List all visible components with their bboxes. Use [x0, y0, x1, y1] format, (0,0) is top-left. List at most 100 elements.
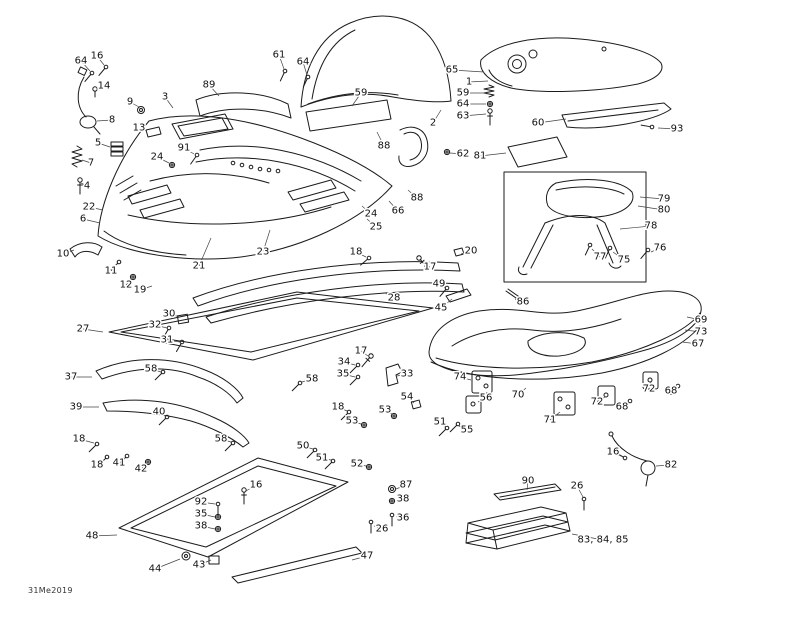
- leader-line: [355, 251, 367, 258]
- leader-line: [220, 438, 232, 443]
- leader-line: [245, 484, 257, 492]
- leader-line: [82, 218, 101, 224]
- leader-line: [351, 555, 368, 561]
- part-label: 89: [203, 80, 216, 91]
- part-label: 67: [692, 339, 705, 350]
- leader-line: [81, 159, 92, 164]
- cushion-stack: [465, 506, 571, 550]
- part-label: 2: [430, 118, 436, 129]
- part-label: 77: [594, 252, 607, 263]
- part-label: 58: [145, 364, 158, 375]
- part-label: 17: [355, 346, 368, 357]
- leader-line: [78, 438, 95, 444]
- part-label: 26: [571, 481, 584, 492]
- part-label: 16: [250, 480, 263, 491]
- part-label: 23: [257, 247, 270, 258]
- hood-top-piece: [195, 92, 292, 119]
- hatched-plate: [507, 136, 568, 168]
- part-label: 47: [361, 551, 374, 562]
- part-label: 90: [522, 476, 535, 487]
- part-label: 5: [95, 138, 101, 149]
- part-label: 62: [457, 149, 470, 160]
- hood: [97, 113, 393, 260]
- bottom-pan: [108, 291, 434, 361]
- leader-line: [360, 350, 369, 357]
- part-label: 78: [645, 221, 658, 232]
- seat: [428, 290, 702, 380]
- leader-line: [200, 513, 216, 518]
- leader-line: [517, 387, 527, 396]
- part-label: 22: [83, 202, 96, 213]
- leader-line: [576, 485, 584, 498]
- part-label: 54: [401, 392, 414, 403]
- leader-line: [361, 205, 372, 215]
- frame: [118, 457, 349, 565]
- leader-line: [91, 534, 118, 537]
- part-label: 56: [480, 393, 493, 404]
- part-label: 33: [401, 369, 414, 380]
- cable-right: [608, 431, 656, 487]
- part-label: 49: [433, 279, 446, 290]
- leader-line: [458, 425, 468, 431]
- leader-line: [432, 109, 442, 124]
- leader-line: [110, 263, 118, 272]
- leader-line: [80, 182, 88, 187]
- leader-line: [156, 156, 170, 164]
- leader-line: [154, 558, 181, 570]
- leader-line: [571, 533, 604, 541]
- part-label: 48: [86, 531, 99, 542]
- part-label: 59: [457, 88, 470, 99]
- leader-line: [366, 218, 377, 228]
- leader-line: [356, 463, 367, 467]
- part-label: 72: [591, 397, 604, 408]
- part-label: 16: [91, 51, 104, 62]
- part-label: 51: [434, 417, 447, 428]
- part-label: 64: [297, 57, 310, 68]
- leader-line: [88, 206, 104, 211]
- part-label: 40: [153, 407, 166, 418]
- part-label: 44: [149, 564, 162, 575]
- part-label: 1: [466, 77, 472, 88]
- leader-line: [655, 464, 672, 467]
- part-label: 7: [88, 158, 94, 169]
- part-label: 80: [658, 205, 671, 216]
- leader-line: [549, 411, 561, 421]
- part-label: 68: [665, 386, 678, 397]
- leader-line: [166, 339, 181, 343]
- leader-line: [591, 248, 601, 258]
- leader-line: [650, 247, 661, 253]
- leader-line: [150, 368, 162, 373]
- leader-line: [621, 401, 630, 408]
- part-label: 10: [57, 249, 70, 260]
- part-label: 39: [70, 402, 83, 413]
- part-label: 9: [127, 97, 133, 108]
- part-label: 19: [134, 285, 147, 296]
- part-label: 14: [98, 81, 111, 92]
- leader-line: [479, 152, 507, 157]
- part-label: 18: [350, 247, 363, 258]
- part-label: 55: [461, 425, 474, 436]
- part-label: 72: [643, 384, 656, 395]
- leader-line: [449, 152, 464, 155]
- part-label: 37: [65, 372, 78, 383]
- leader-line: [395, 516, 404, 519]
- leader-line: [459, 376, 472, 381]
- leader-line: [648, 381, 652, 390]
- part-label: 27: [77, 324, 90, 335]
- part-label: 24: [151, 152, 164, 163]
- part-label: 17: [424, 262, 437, 273]
- leader-line: [468, 80, 489, 83]
- leader-line: [373, 525, 383, 530]
- leader-line: [439, 421, 447, 428]
- leader-line: [681, 341, 699, 345]
- leader-line: [97, 142, 111, 148]
- leader-line: [164, 96, 174, 109]
- leader-line: [342, 373, 356, 378]
- part-label: 86: [517, 297, 530, 308]
- leader-line: [96, 458, 106, 466]
- leader-line: [686, 316, 702, 321]
- leader-line: [198, 237, 212, 267]
- leader-line: [384, 292, 395, 299]
- leader-line: [301, 378, 313, 383]
- leader-line: [96, 55, 105, 66]
